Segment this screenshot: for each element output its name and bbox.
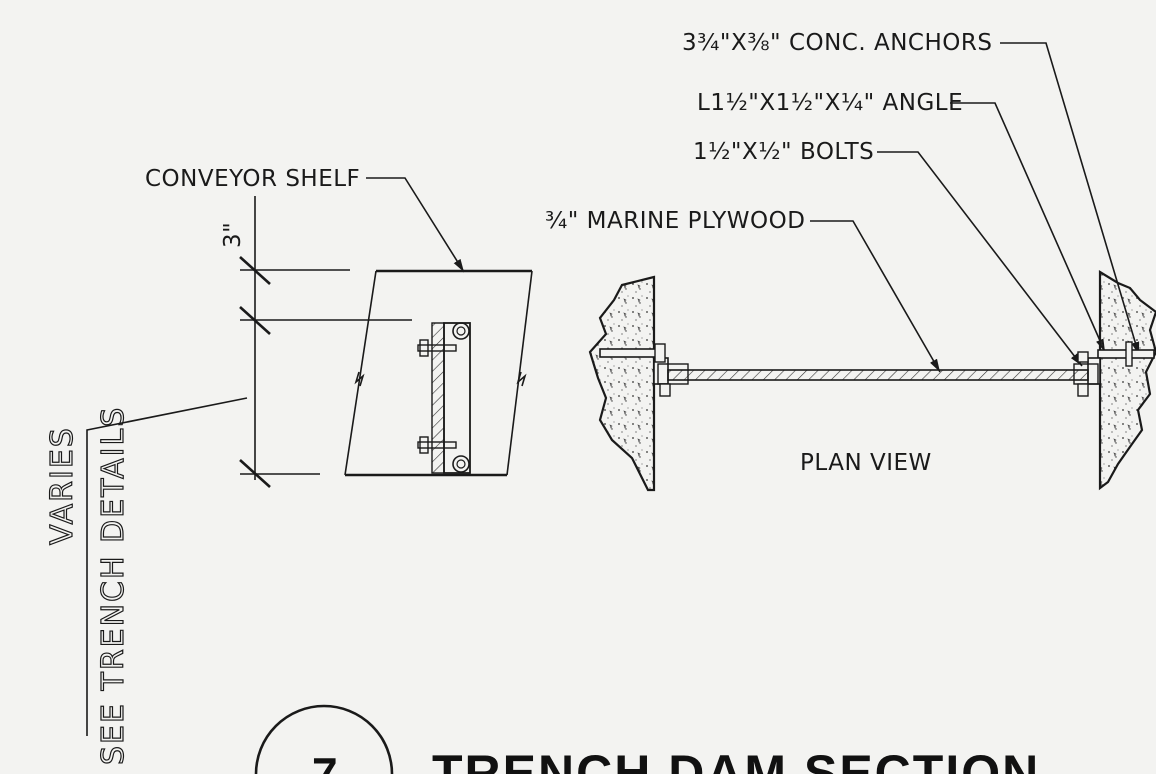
label-bolts: 1½"X½" BOLTS bbox=[693, 139, 874, 165]
label-plan-view: PLAN VIEW bbox=[800, 450, 932, 476]
vertical-dimension bbox=[239, 196, 412, 488]
label-conveyor-shelf: CONVEYOR SHELF bbox=[145, 166, 360, 192]
drawing-title: TRENCH DAM SECTION bbox=[432, 745, 1040, 774]
dam-assembly-section bbox=[417, 322, 471, 474]
trench-section bbox=[344, 269, 533, 477]
label-varies: VARIES bbox=[45, 426, 80, 545]
leader-conc-anchors bbox=[1000, 42, 1140, 356]
detail-bubble: 7 bbox=[254, 704, 394, 774]
detail-number: 7 bbox=[312, 748, 338, 774]
label-plywood: ¾" MARINE PLYWOOD bbox=[545, 208, 805, 234]
leader-see-trench bbox=[86, 397, 248, 736]
dimension-3-inch: 3" bbox=[220, 222, 246, 248]
leader-plywood bbox=[810, 220, 941, 373]
right-concrete-wall bbox=[1098, 270, 1156, 491]
label-conc-anchors: 3¾"X⅜" CONC. ANCHORS bbox=[682, 30, 992, 56]
left-concrete-wall bbox=[588, 275, 656, 492]
label-angle: L1½"X1½"X¼" ANGLE bbox=[697, 90, 963, 116]
leader-bolts bbox=[877, 151, 1083, 367]
concrete-anchors bbox=[599, 341, 1155, 367]
leader-angle bbox=[950, 102, 1106, 353]
label-see-trench-details: SEE TRENCH DETAILS bbox=[96, 406, 131, 765]
leader-conveyor-shelf bbox=[366, 177, 465, 273]
marine-plywood bbox=[667, 369, 1089, 381]
plan-bolts bbox=[654, 343, 1099, 397]
